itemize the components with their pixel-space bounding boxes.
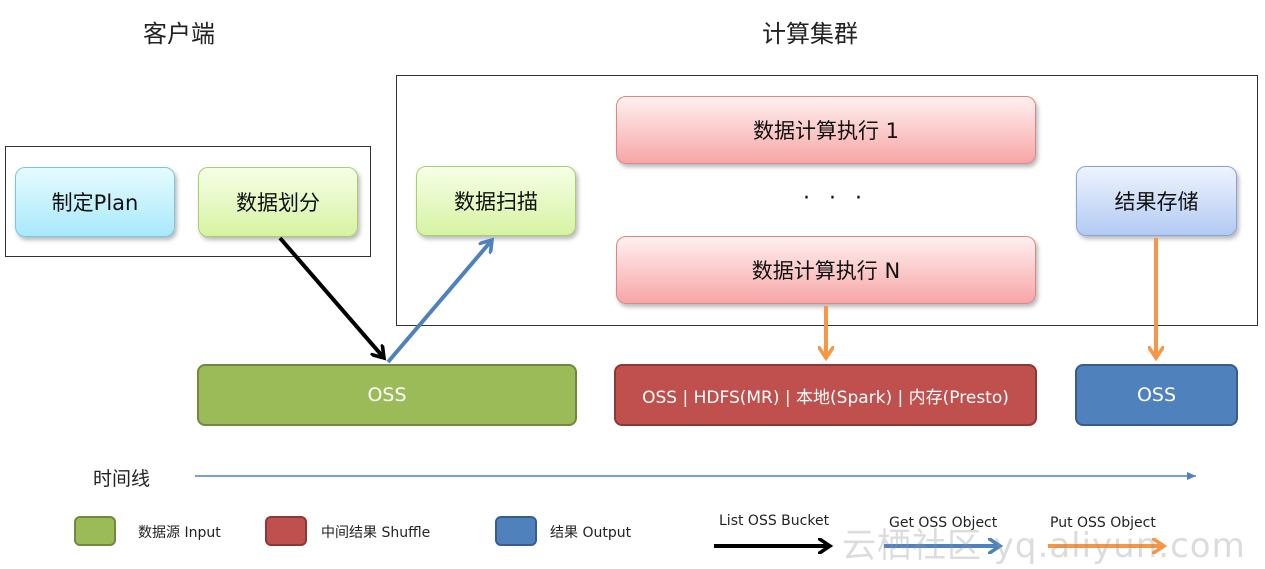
legend-get-label: Get OSS Object [889, 515, 998, 531]
legend-output-swatch [495, 516, 537, 546]
legend-output-label: 结果 Output [550, 525, 632, 541]
legend-shuffle-label: 中间结果 Shuffle [321, 525, 431, 541]
split-box: 数据划分 [198, 167, 358, 237]
legend-input-label: 数据源 Input [138, 525, 221, 541]
oss-output-bar: OSS [1075, 364, 1238, 426]
watermark: 云栖社区 yq.aliyun.com [842, 526, 1246, 566]
shuffle-storage-bar: OSS | HDFS(MR) | 本地(Spark) | 内存(Presto) [614, 364, 1037, 426]
exec-1-box: 数据计算执行 1 [616, 96, 1036, 164]
timeline-label: 时间线 [93, 468, 151, 490]
plan-box: 制定Plan [15, 167, 175, 237]
scan-box: 数据扫描 [416, 166, 576, 236]
cluster-heading: 计算集群 [762, 20, 858, 48]
legend-shuffle-swatch [265, 516, 307, 546]
get-arrow [386, 240, 492, 364]
client-frame [5, 146, 371, 257]
legend-put-label: Put OSS Object [1050, 515, 1156, 531]
oss-input-bar: OSS [197, 364, 577, 426]
exec-n-box: 数据计算执行 N [616, 236, 1036, 304]
client-heading: 客户端 [143, 20, 215, 48]
legend-input-swatch [74, 516, 116, 546]
result-box: 结果存储 [1076, 166, 1237, 236]
legend-list-label: List OSS Bucket [719, 513, 830, 529]
ellipsis: · · · [803, 186, 868, 211]
list-arrow [278, 236, 384, 358]
